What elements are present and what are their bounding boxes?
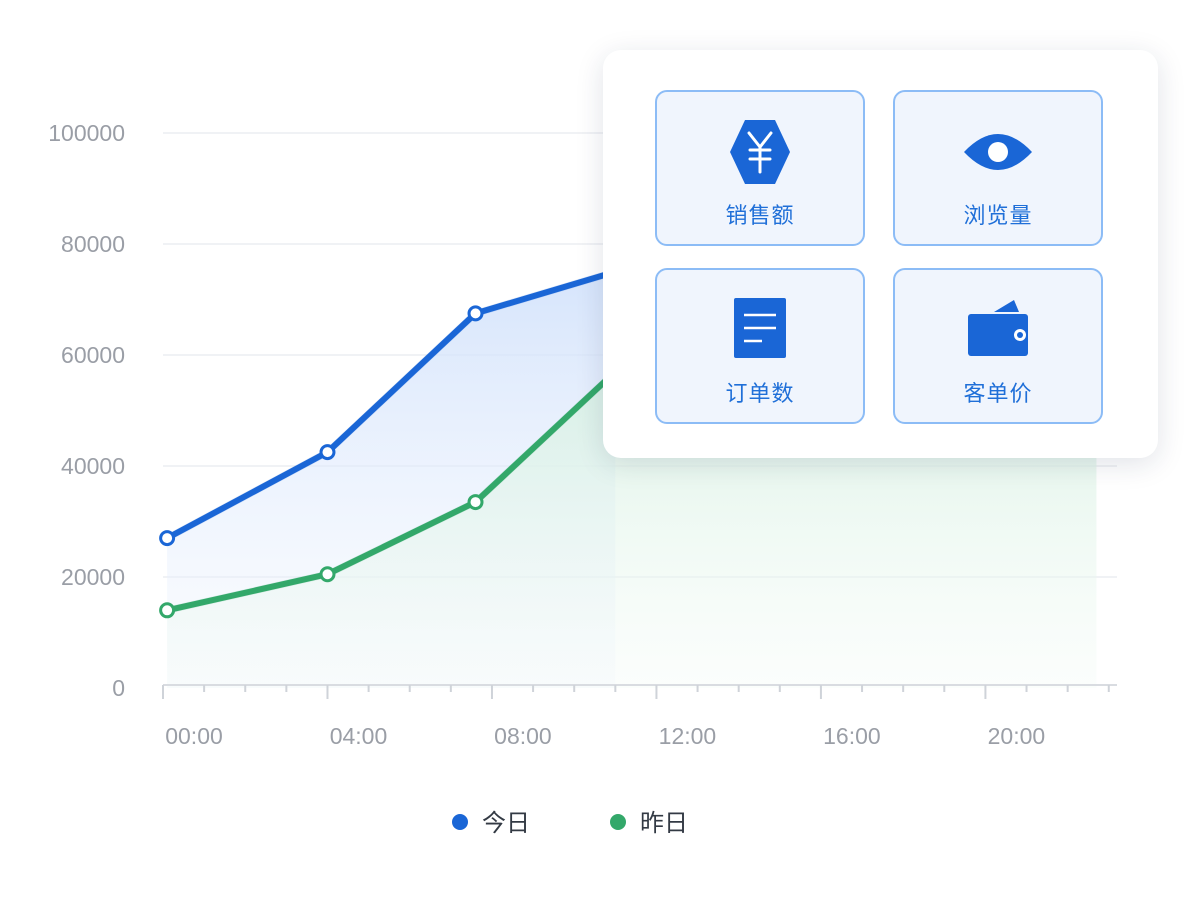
legend: 今日 昨日	[452, 809, 688, 837]
x-axis	[162, 684, 1117, 699]
series-line	[164, 268, 619, 542]
x-tick-label: 04:00	[330, 723, 388, 749]
axis-labels: 0 20000 40000 60000 80000 100000 00:00 04:00 08:…	[48, 120, 1045, 749]
yuan-hexagon-icon	[730, 120, 790, 184]
series-lines	[163, 268, 619, 614]
data-point	[467, 305, 484, 322]
y-tick-label: 80000	[61, 231, 125, 257]
wallet-icon	[968, 300, 1028, 356]
metric-label-avg-price: 客单价	[963, 382, 1033, 407]
y-tick-label: 20000	[61, 564, 125, 590]
metric-label-sales: 销售额	[725, 204, 795, 229]
y-tick-label: 0	[112, 675, 125, 701]
metric-tile-avg-price[interactable]: 客单价	[893, 268, 1103, 424]
x-tick-label: 00:00	[165, 723, 223, 749]
metric-label-views: 浏览量	[963, 204, 1033, 229]
eye-icon	[964, 134, 1032, 170]
x-tick-label: 12:00	[659, 723, 717, 749]
y-tick-label: 100000	[48, 120, 125, 146]
legend-label: 今日	[482, 809, 530, 837]
data-point	[159, 602, 176, 619]
data-point	[467, 494, 484, 511]
document-icon	[734, 298, 786, 358]
y-tick-label: 40000	[61, 453, 125, 479]
metric-panel: 销售额 浏览量 订单数 客单价	[603, 50, 1158, 458]
x-tick-label: 16:00	[823, 723, 881, 749]
data-point	[319, 566, 336, 583]
x-tick-label: 08:00	[494, 723, 552, 749]
legend-label: 昨日	[640, 809, 688, 837]
metric-tile-orders[interactable]: 订单数	[655, 268, 865, 424]
legend-marker	[610, 814, 626, 830]
y-tick-label: 60000	[61, 342, 125, 368]
metric-tile-views[interactable]: 浏览量	[893, 90, 1103, 246]
metric-tile-sales[interactable]: 销售额	[655, 90, 865, 246]
x-tick-label: 20:00	[988, 723, 1046, 749]
data-point	[319, 444, 336, 461]
series-line	[164, 368, 619, 614]
metric-label-orders: 订单数	[725, 382, 795, 407]
legend-marker	[452, 814, 468, 830]
data-point	[159, 530, 176, 547]
